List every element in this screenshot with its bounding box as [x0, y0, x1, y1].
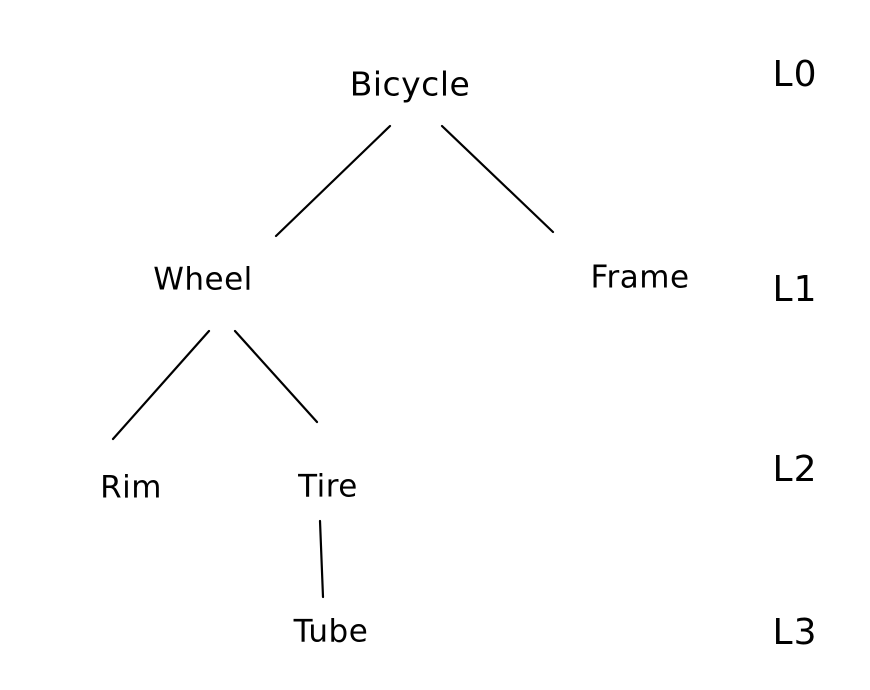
level-l0: L0: [772, 54, 818, 95]
node-bicycle[interactable]: Bicycle: [349, 64, 471, 104]
edge-tire-tube: [318, 519, 325, 599]
edge-wheel-tire: [233, 329, 319, 424]
level-l1: L1: [772, 269, 818, 310]
edge-bicycle-wheel: [274, 124, 392, 238]
edge-wheel-rim: [111, 329, 211, 441]
level-l3: L3: [772, 612, 818, 653]
node-tire[interactable]: Tire: [298, 468, 358, 505]
node-tube[interactable]: Tube: [293, 613, 369, 650]
level-l2: L2: [772, 449, 818, 490]
node-rim[interactable]: Rim: [100, 469, 162, 506]
node-frame[interactable]: Frame: [590, 259, 690, 296]
node-wheel[interactable]: Wheel: [153, 261, 253, 298]
edge-bicycle-frame: [440, 124, 555, 234]
